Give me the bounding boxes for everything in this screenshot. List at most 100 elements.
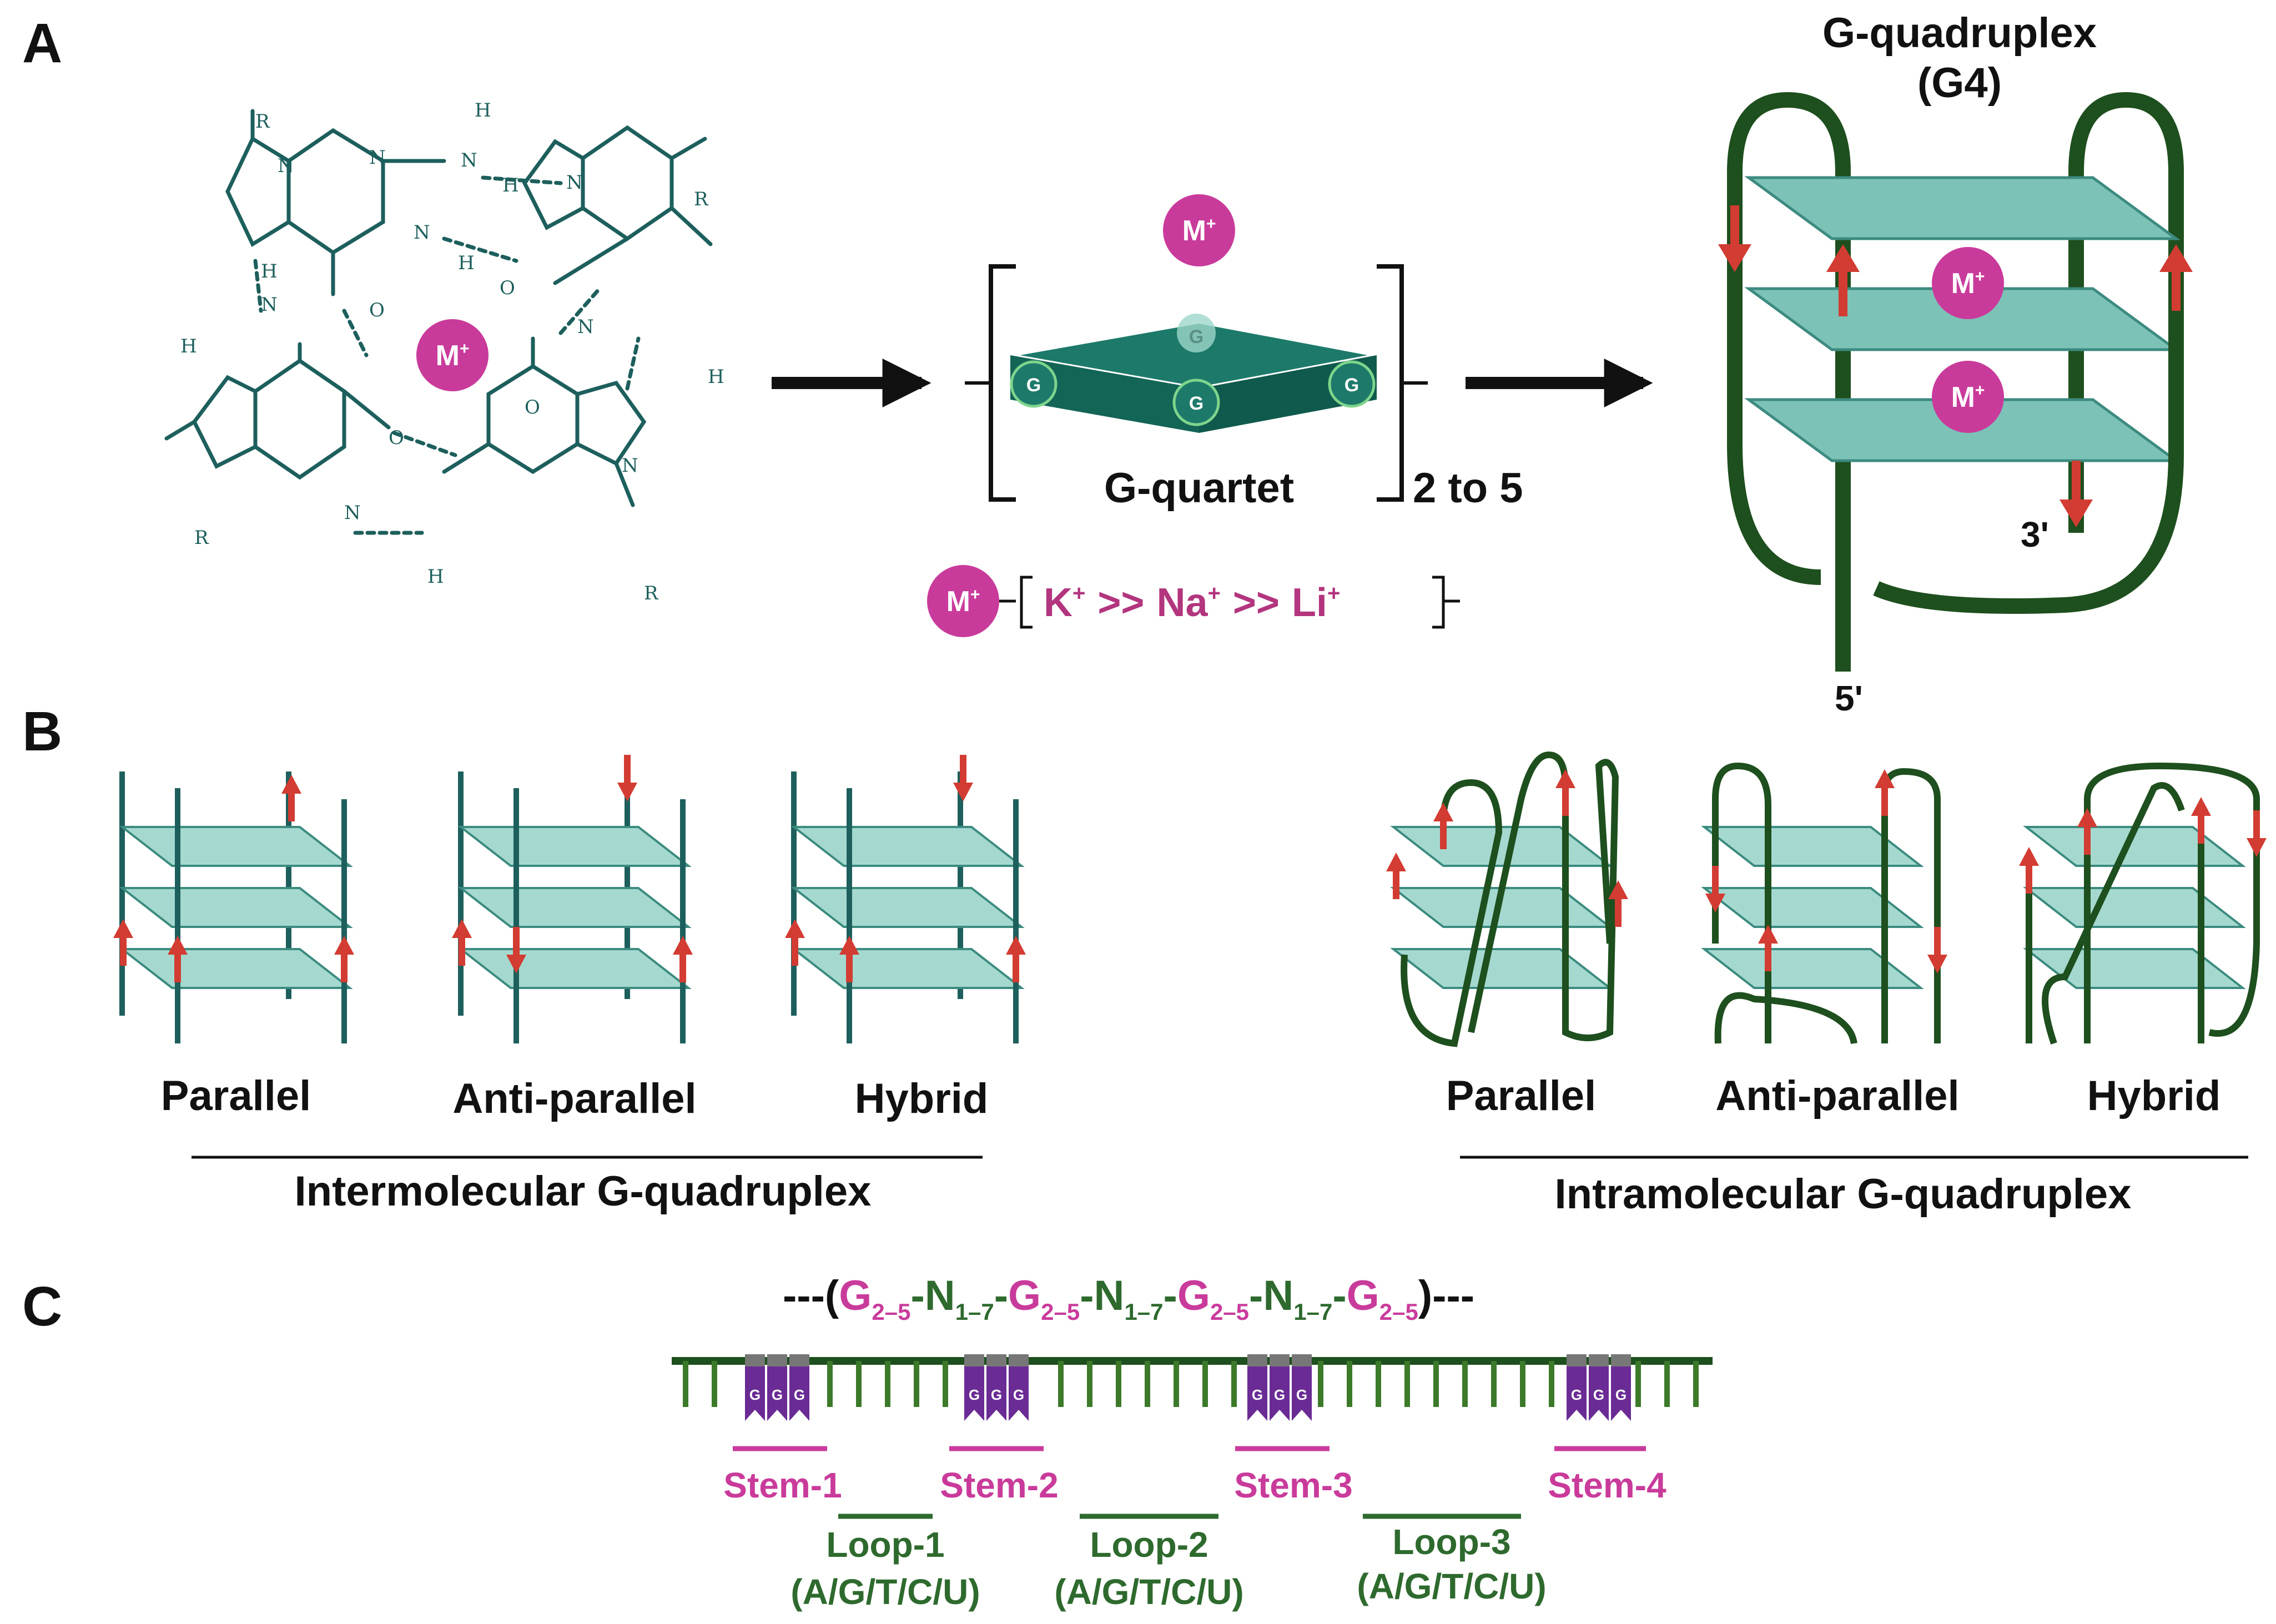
tetrad-plate (119, 948, 353, 989)
guanine-base: G (1270, 1354, 1290, 1421)
stem-label: Stem-4 (1548, 1465, 1666, 1505)
tetrad-plate (1701, 948, 1924, 989)
backbone-loop (1714, 992, 1857, 1045)
base-letter: G (1274, 1386, 1285, 1403)
svg-text:G: G (1189, 326, 1204, 347)
atom-label: O (525, 396, 540, 418)
base-cap (789, 1354, 809, 1366)
atom-label: O (389, 427, 404, 449)
base-letter: G (772, 1386, 783, 1403)
strand-direction-arrow (2247, 810, 2267, 857)
strand-direction-arrow (2077, 808, 2097, 855)
backbone-loop (1562, 759, 1619, 1041)
svg-text:M+: M+ (436, 340, 470, 372)
strand-direction-arrow (1608, 880, 1628, 927)
backbone-loop (2026, 782, 2185, 1045)
cation-preference: M+ K+>>Na+>>Li+ (927, 565, 1460, 637)
svg-text:G: G (1345, 375, 1359, 396)
base-flag (1611, 1366, 1631, 1421)
atom-label: H (708, 366, 724, 388)
guanine-base: G (1611, 1354, 1631, 1421)
base-cap (1292, 1354, 1312, 1366)
panel-label-a: A (22, 12, 62, 74)
tetrad-plate (1744, 176, 2181, 240)
base-flag (1567, 1366, 1587, 1421)
strand-direction-arrow (1705, 866, 1725, 912)
intermolecular-topology (785, 755, 1026, 1043)
base-cap (1611, 1354, 1631, 1366)
intra-label-hybrid: Hybrid (2087, 1072, 2221, 1119)
inter-label-parallel: Parallel (161, 1072, 311, 1119)
guanine-base: G (964, 1354, 984, 1421)
sequence-motif: ---(G2–5-N1–7-G2–5-N1–7-G2–5-N1–7-G2–5)-… (783, 1272, 1474, 1325)
base-flag (1247, 1366, 1267, 1421)
loop-bases: (A/G/T/C/U) (1357, 1566, 1546, 1606)
strand-direction-arrow (2191, 797, 2211, 844)
base-cap (1009, 1354, 1029, 1366)
tetrad-plate (119, 826, 353, 867)
tetrad-plate (457, 826, 692, 867)
intramolecular-caption: Intramolecular G-quadruplex (1555, 1171, 2132, 1218)
strand-direction-arrow (953, 755, 973, 801)
strand-direction-arrow (1433, 803, 1453, 849)
guanine-base: G (767, 1354, 787, 1421)
panel-label-c: C (22, 1275, 62, 1338)
intramolecular-topology (1701, 762, 1947, 1045)
base-flag (964, 1366, 984, 1421)
base-letter: G (1593, 1386, 1604, 1403)
atom-label: N (622, 455, 638, 477)
g4-title: G-quadruplex (1822, 9, 2097, 57)
stack-range-label: 2 to 5 (1413, 465, 1523, 512)
base-letter: G (969, 1386, 980, 1403)
guanine-base: G (1292, 1354, 1312, 1421)
strand-direction-arrow (168, 936, 188, 982)
intra-label-antiparallel: Anti-parallel (1715, 1072, 1959, 1119)
strand-direction-arrow (452, 919, 472, 966)
g-quartet-illustration: G G G G (965, 264, 1428, 502)
strand-direction-arrow (617, 755, 637, 801)
intramolecular-topology (1386, 751, 1628, 1047)
svg-text:M+: M+ (1951, 381, 1985, 413)
tetrad-plate (119, 887, 353, 928)
strand-direction-arrow (506, 927, 526, 974)
atom-label: H (458, 252, 475, 274)
atom-label: R (194, 527, 209, 549)
strand-direction-arrow (2019, 847, 2039, 894)
atom-label: N (369, 147, 386, 169)
strand-direction-arrow (334, 936, 354, 982)
strand-direction-arrow (1386, 853, 1406, 899)
base-cap (1589, 1354, 1609, 1366)
strand-direction-arrow (281, 775, 301, 821)
metal-ion-above-quartet: M+ (1163, 194, 1235, 266)
base-letter: G (1615, 1386, 1627, 1403)
base-cap (767, 1354, 787, 1366)
base-cap (964, 1354, 984, 1366)
tetrad-plate (790, 826, 1025, 867)
base-flag (1009, 1366, 1029, 1421)
atom-label: O (369, 299, 385, 321)
g4-title-abbrev: (G4) (1917, 59, 2002, 107)
panel-label-b: B (22, 700, 62, 763)
strand-direction-arrow (1927, 927, 1947, 974)
stem-label: Stem-2 (940, 1465, 1058, 1505)
tetrad-plate (1390, 826, 1613, 867)
tetrad-plate (457, 887, 692, 928)
atom-label: N (414, 221, 430, 244)
atom-label: O (500, 277, 515, 299)
intermolecular-caption: Intermolecular G-quadruplex (295, 1168, 872, 1215)
strand-direction-arrow (1875, 769, 1895, 816)
base-flag (789, 1366, 809, 1421)
guanine-base: G (1247, 1354, 1267, 1421)
tetrad-plate (790, 887, 1025, 928)
base-flag (767, 1366, 787, 1421)
base-flag (1270, 1366, 1290, 1421)
g-tetrad-chemical-structure (164, 109, 713, 535)
base-letter: G (1296, 1386, 1307, 1403)
three-prime-label: 3' (2021, 515, 2049, 554)
base-letter: G (1252, 1386, 1263, 1403)
base-cap (1270, 1354, 1290, 1366)
atom-label: N (261, 294, 278, 316)
backbone-loop (1401, 779, 1503, 1047)
tetrad-plate (2023, 948, 2246, 989)
guanine-base: G (1589, 1354, 1609, 1421)
